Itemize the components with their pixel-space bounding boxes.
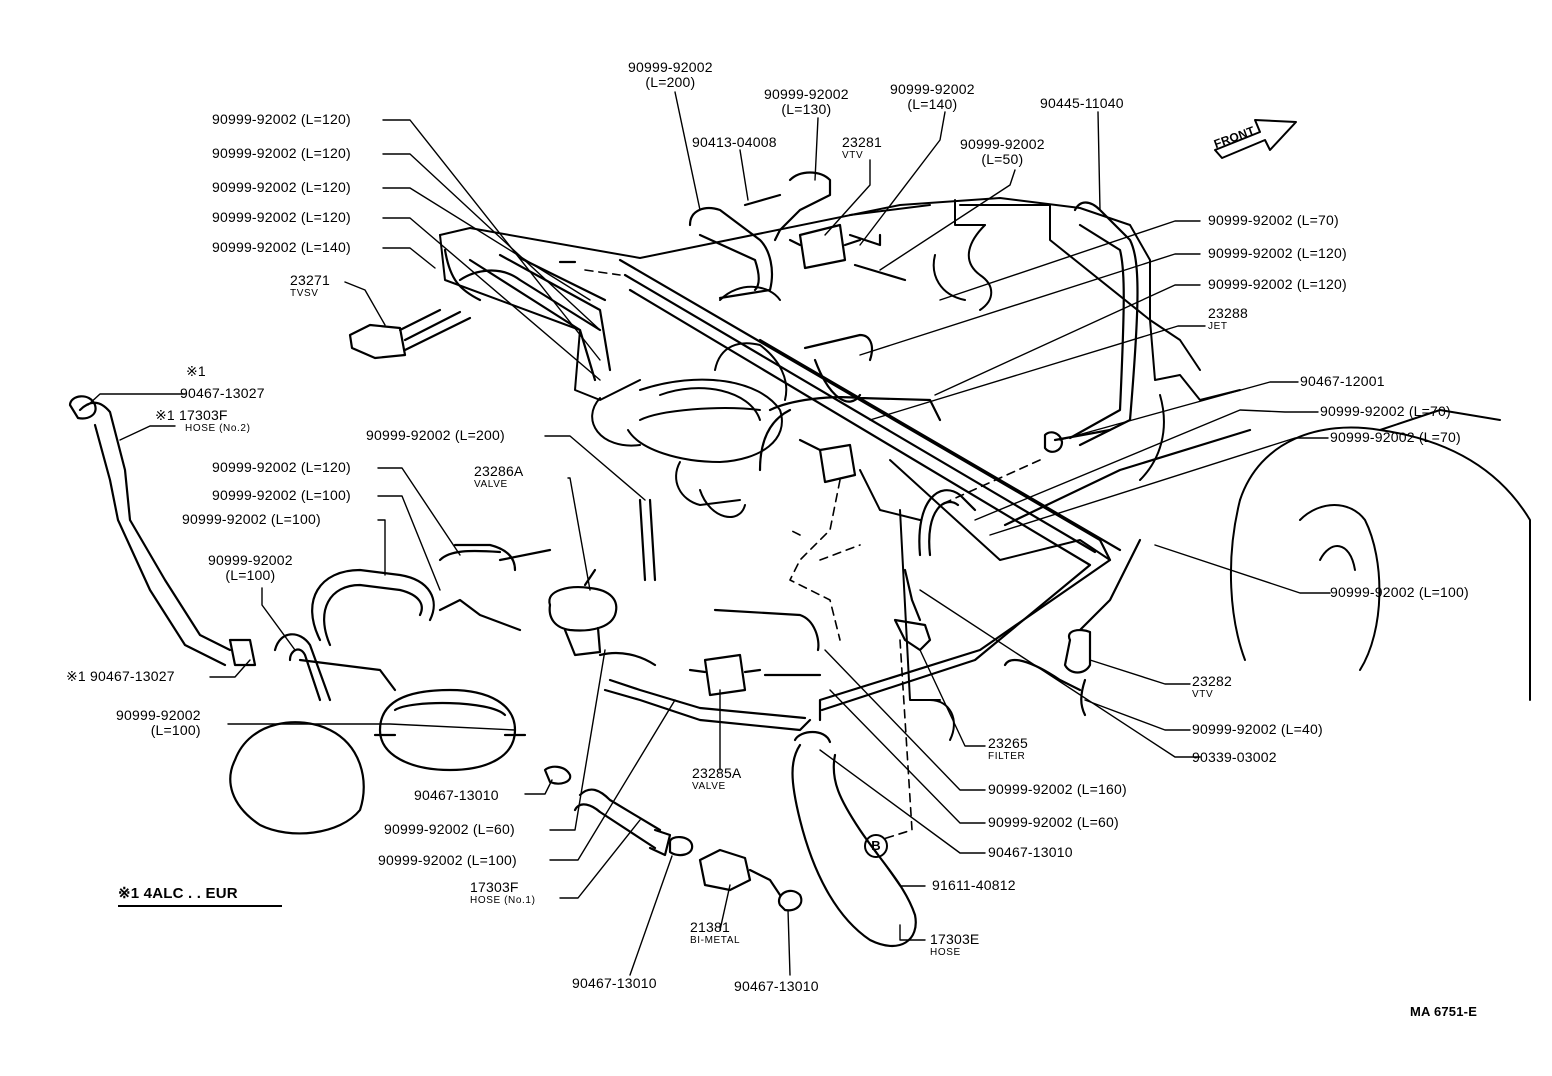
part-label: 90445-11040	[1040, 95, 1124, 111]
part-label: 90999-92002 (L=120)	[212, 209, 351, 225]
part-label: 90467-12001	[1300, 373, 1385, 389]
part-label: 90999-92002 (L=120)	[1208, 245, 1347, 261]
part-label: 90999-92002 (L=160)	[988, 781, 1127, 797]
part-label: 90999-92002 (L=120)	[212, 459, 351, 475]
part-label: 90999-92002 (L=120)	[212, 111, 351, 127]
part-label: 90999-92002 (L=60)	[384, 821, 515, 837]
part-label: ※1	[186, 363, 206, 379]
footnote-region-code: ※1 4ALC . . EUR	[118, 886, 282, 907]
part-label: 90467-13010	[414, 787, 499, 803]
part-label: 90999-92002 (L=100)	[1330, 584, 1469, 600]
part-label: 90999-92002 (L=120)	[212, 145, 351, 161]
part-label: 90999-92002(L=130)	[764, 86, 849, 117]
air-cleaner-housing	[1229, 409, 1531, 701]
part-label: 90467-13010	[734, 978, 819, 994]
part-label: 90999-92002 (L=60)	[988, 814, 1119, 830]
part-label: 90999-92002(L=50)	[960, 136, 1045, 167]
part-label: 90999-92002 (L=140)	[212, 239, 351, 255]
part-label: 90467-13027	[180, 385, 265, 401]
part-label: 90999-92002 (L=100)	[378, 852, 517, 868]
hose-network	[68, 171, 1252, 948]
reference-bubble-b: B	[864, 834, 888, 858]
part-label: 90413-04008	[692, 134, 777, 150]
part-label: 90999-92002 (L=100)	[212, 487, 351, 503]
part-label: 90999-92002 (L=100)	[182, 511, 321, 527]
part-label: 90999-92002 (L=70)	[1320, 403, 1451, 419]
part-label: 90999-92002 (L=40)	[1192, 721, 1323, 737]
part-label: 90999-92002(L=200)	[628, 59, 713, 90]
part-label: 90999-92002 (L=120)	[212, 179, 351, 195]
engine-block-outline	[439, 197, 1241, 741]
part-label: ※1 90467-13027	[66, 668, 175, 684]
leader-lines	[87, 91, 1331, 976]
part-label: 90999-92002(L=100)	[208, 552, 293, 583]
part-label: 90999-92002 (L=200)	[366, 427, 505, 443]
part-label: 90999-92002 (L=120)	[1208, 276, 1347, 292]
part-label: 90999-92002 (L=70)	[1208, 212, 1339, 228]
dashed-routing-lines	[584, 269, 1041, 841]
part-label: 90999-92002(L=140)	[890, 81, 975, 112]
drawing-reference-code: MA 6751-E	[1410, 1004, 1478, 1019]
part-label: 91611-40812	[932, 877, 1016, 893]
front-arrow-icon	[1214, 119, 1297, 159]
part-label: 90999-92002(L=100)	[116, 707, 201, 738]
part-label: 90467-13010	[572, 975, 657, 991]
part-label: 90467-13010	[988, 844, 1073, 860]
part-label: 90999-92002 (L=70)	[1330, 429, 1461, 445]
part-label: 90339-03002	[1192, 749, 1277, 765]
